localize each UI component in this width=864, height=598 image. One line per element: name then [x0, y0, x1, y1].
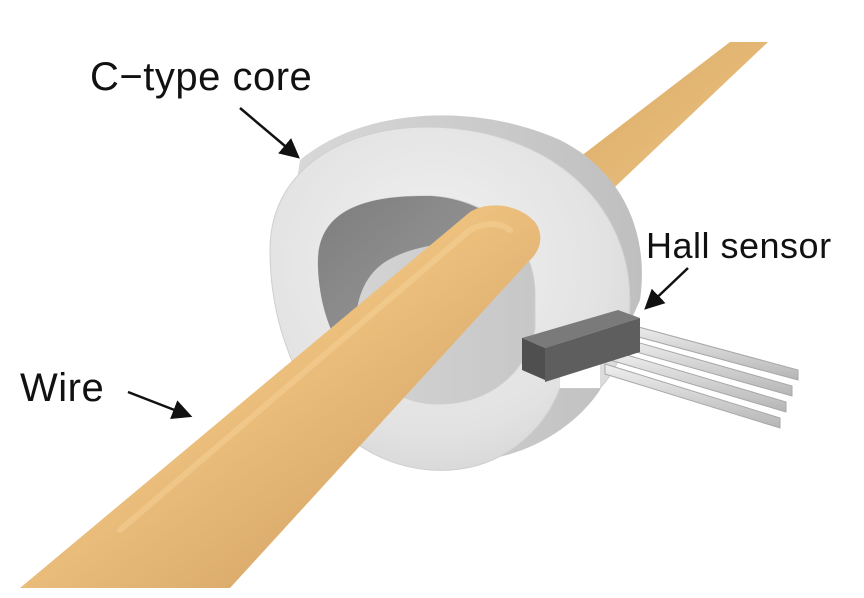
wire-front-segment — [20, 205, 541, 589]
wire-arrow — [127, 390, 193, 420]
core-arrow — [239, 107, 300, 159]
hall-sensor-body — [522, 310, 640, 382]
core-inner-bore — [318, 195, 522, 385]
wire-front-highlight — [117, 221, 513, 533]
wire-label: Wire — [20, 366, 105, 410]
hall-sensor-label: Hall sensor — [646, 225, 832, 266]
wire-back-segment — [555, 42, 768, 220]
hall-sensor-arrow — [644, 267, 689, 310]
hall-sensor-leads — [604, 321, 799, 429]
core-label: C−type core — [90, 55, 313, 99]
